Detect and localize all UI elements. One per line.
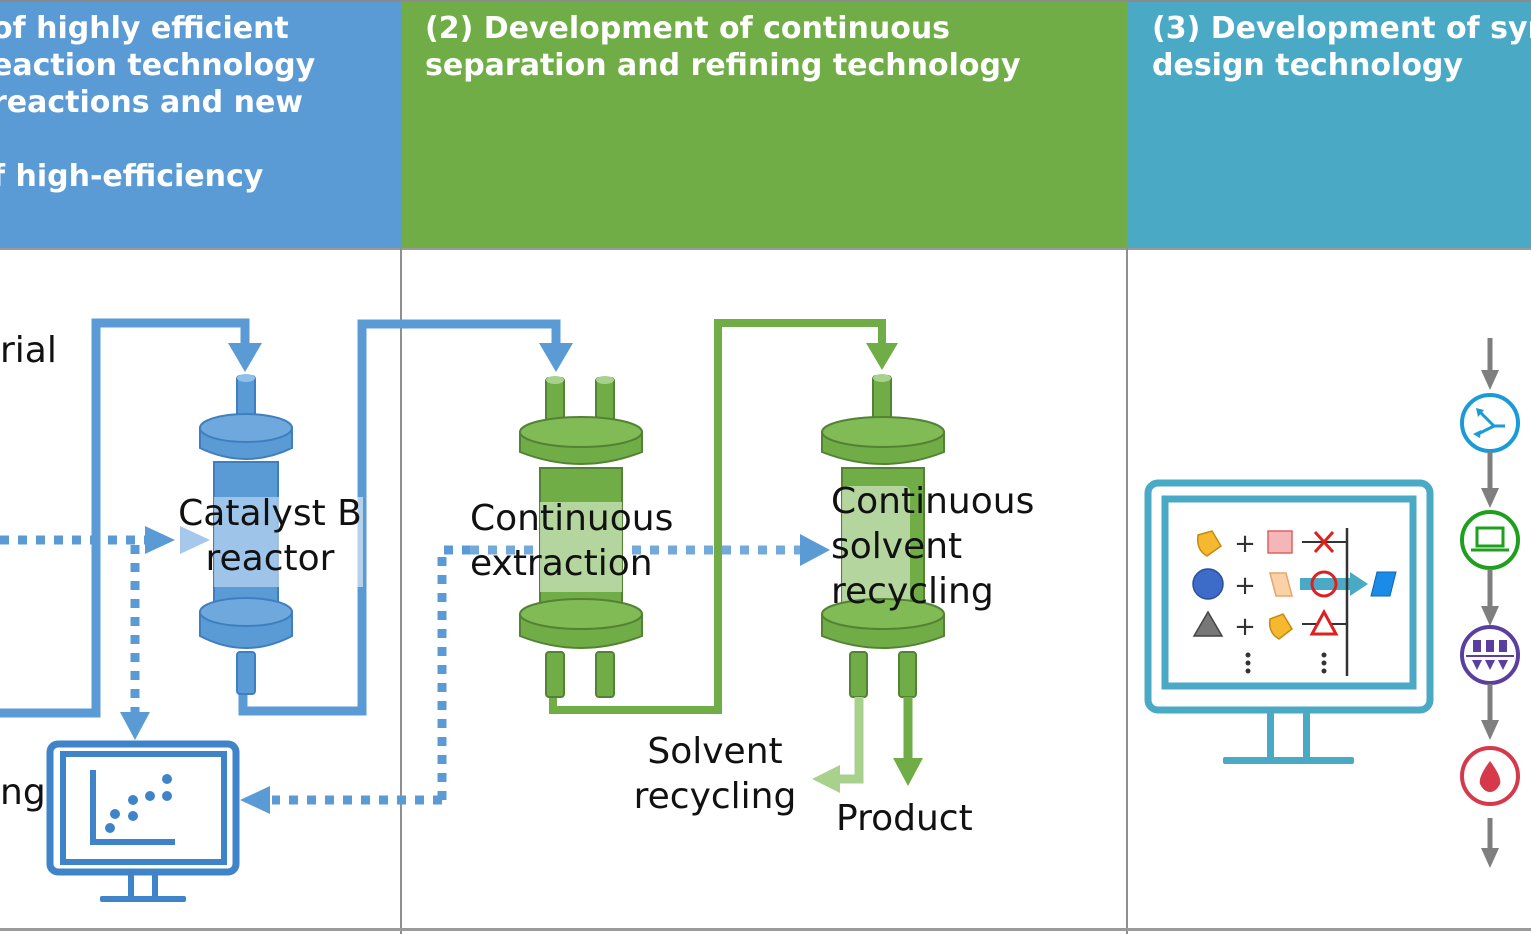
monitor-feedback-arrowhead [240, 786, 270, 814]
extraction-column [519, 376, 643, 698]
bottom-border [0, 928, 1531, 931]
raw-material-label: rial [0, 330, 57, 371]
section-3-title-line: (3) Development of syn [1152, 11, 1531, 46]
recycler-inlet-arrowhead [866, 343, 898, 370]
continuous-extraction-label-line: extraction [470, 543, 653, 584]
solvent-recycling-output-line: Solvent [647, 731, 783, 772]
solvent-recycling-column [821, 374, 945, 698]
svg-text:+: + [1234, 612, 1256, 642]
section-1-title-line: f high-efficiency [0, 159, 264, 194]
solvent-recycling-label-line: solvent [831, 526, 963, 567]
extraction-to-recycler-line [549, 319, 886, 714]
catalyst-reactor-label: Catalyst B reactor [172, 491, 368, 581]
column-divider-1 [400, 248, 402, 934]
solvent-recycling-label-line: recycling [831, 571, 994, 612]
analysis-monitor-icon [46, 740, 240, 902]
branch-icon [1460, 393, 1520, 453]
svg-text:+: + [1234, 529, 1256, 559]
column-array-icon [1460, 625, 1520, 685]
info-arrowhead-dark [145, 526, 175, 554]
solvent-recycling-output-label: Solvent recycling [620, 729, 810, 819]
feedback-dotted-line [437, 545, 470, 800]
section-3-header: (3) Development of syn design technology [1127, 0, 1531, 248]
monitoring-label: ng [0, 772, 46, 813]
section-2-title-line: (2) Development of continuous [425, 11, 951, 46]
continuous-extraction-label-line: Continuous [470, 498, 674, 539]
section-1-header: of highly efficient eaction technology r… [0, 0, 401, 248]
solvent-recycling-label-line: Continuous [831, 481, 1035, 522]
feed-flow-line [0, 318, 250, 718]
section-2-header: (2) Development of continuous separation… [401, 0, 1127, 248]
continuous-solvent-recycling-label: Continuous solvent recycling [831, 479, 1034, 614]
laptop-icon [1460, 510, 1520, 570]
svg-text:+: + [1234, 571, 1256, 601]
section-1-title-line: reactions and new [0, 85, 304, 120]
catalyst-reactor-label-line: Catalyst B [178, 493, 362, 534]
monitor-inlet-arrowhead [120, 712, 150, 740]
section-2-title-line: separation and refining technology [425, 48, 1021, 83]
product-label: Product [836, 798, 973, 839]
solvent-recycling-output-line: recycling [633, 776, 797, 817]
continuous-extraction-label: Continuous extraction [470, 496, 673, 586]
synthesis-design-monitor-icon: + + + [1144, 479, 1434, 764]
solvent-recycle-arrowhead [812, 765, 840, 793]
info-arrowhead-light [180, 526, 210, 554]
column-divider-2 [1126, 248, 1128, 934]
section-1-title-line: of highly efficient [0, 11, 289, 46]
catalyst-reactor-column [199, 374, 363, 695]
catalyst-reactor-label-line: reactor [205, 538, 335, 579]
solvent-recycle-outlet-line [838, 697, 864, 784]
recycler-info-arrowhead [800, 534, 830, 566]
feed-arrowhead [228, 343, 262, 372]
section-3-title-line: design technology [1152, 48, 1463, 83]
drop-icon [1460, 746, 1520, 806]
section-1-title-line: eaction technology [0, 48, 316, 83]
product-arrowhead [893, 758, 923, 786]
header-divider [0, 248, 1531, 250]
extraction-inlet-arrowhead [539, 343, 573, 372]
design-flow-chain [1460, 338, 1520, 868]
